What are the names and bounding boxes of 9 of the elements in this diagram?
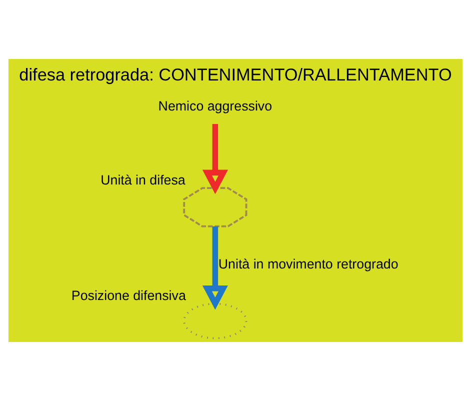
arrow (202, 124, 228, 194)
diagram-title: difesa retrograda: CONTENIMENTO/RALLENTAMENTO (19, 64, 452, 84)
node-label: Unità in difesa (100, 172, 186, 188)
node-ellipse (183, 302, 248, 340)
edge-label: Unità in movimento retrogrado (218, 256, 398, 272)
node-label: Posizione difensiva (71, 288, 186, 304)
arrow (202, 226, 228, 310)
node-gear (183, 187, 248, 228)
node-text: Nemico aggressivo (158, 98, 272, 114)
